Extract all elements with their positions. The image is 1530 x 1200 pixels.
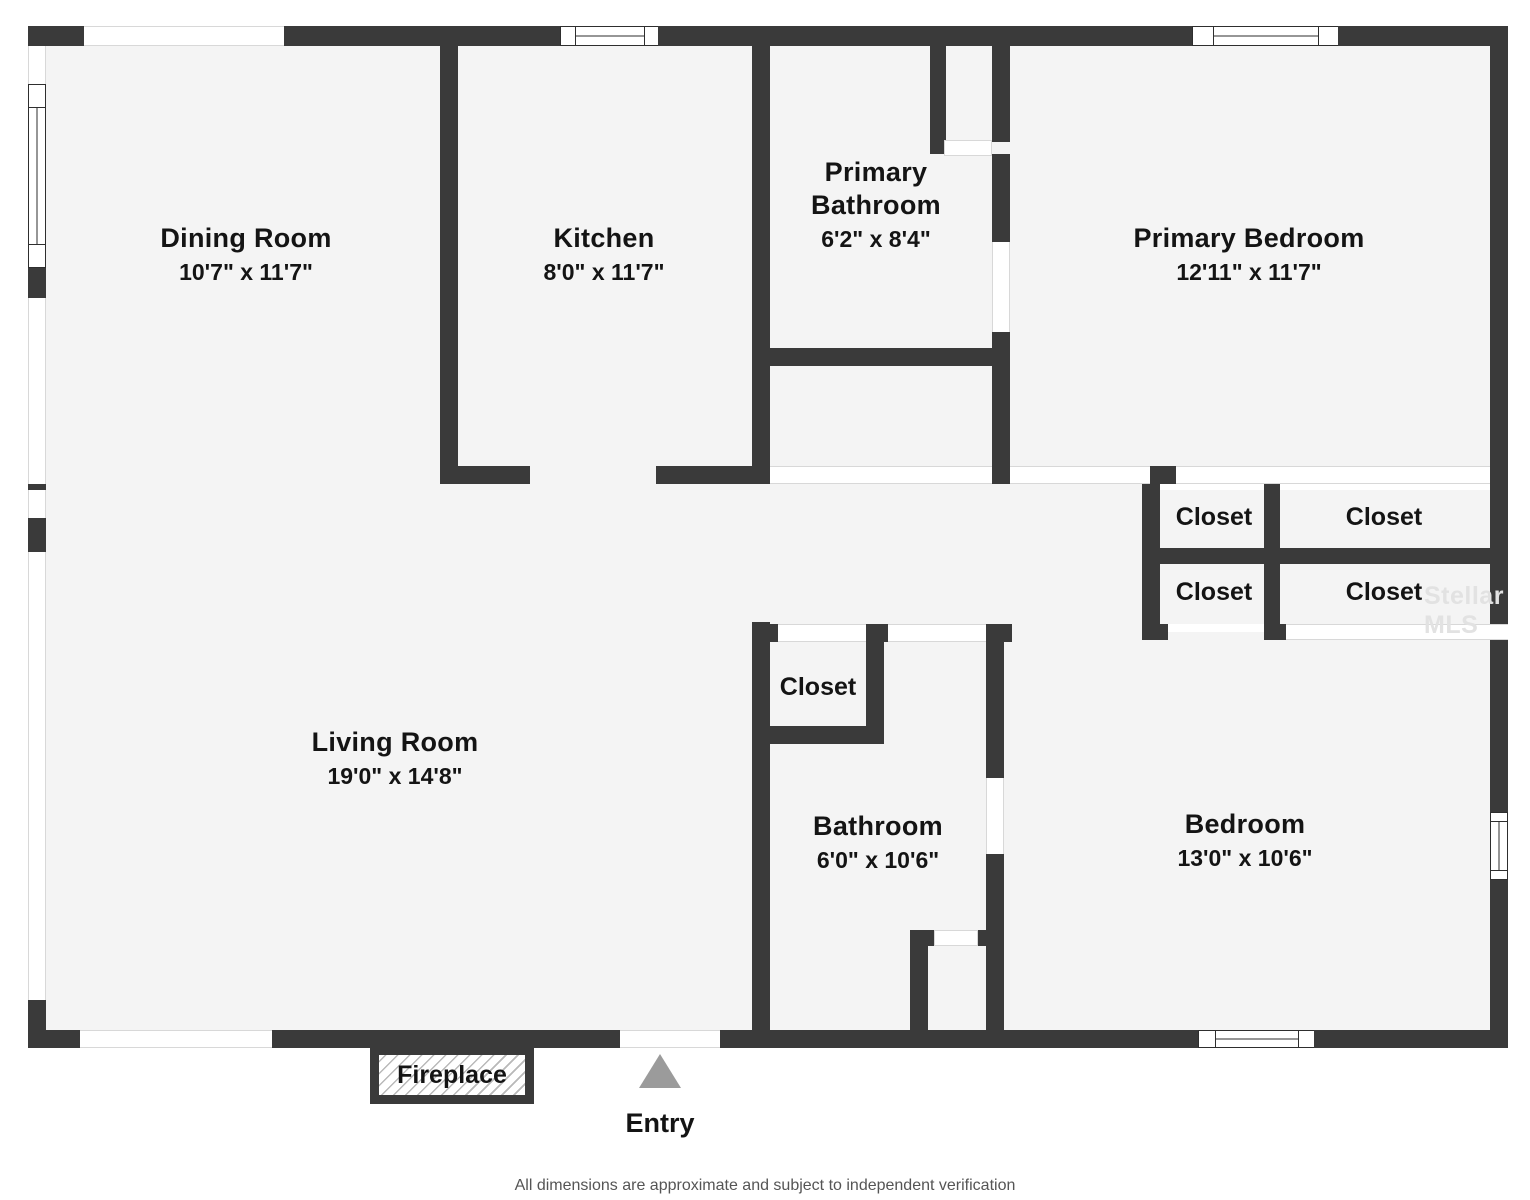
- interior-wall-pbath-right-lower: [992, 332, 1010, 484]
- exterior-wall-top-a: [284, 26, 568, 46]
- exterior-pier-left-1: [28, 268, 46, 298]
- interior-wall-dining-stub-bottom: [440, 466, 530, 484]
- primary-bedroom-window-top: [1192, 26, 1340, 46]
- primary-bathroom-alcove-fill: [940, 40, 1000, 142]
- bathroom-door-opening: [986, 778, 1004, 854]
- fireplace: Fireplace: [370, 1046, 534, 1104]
- living-room-fill: [44, 484, 760, 1036]
- exterior-wall-bottom-c: [534, 1030, 620, 1048]
- exterior-wall-bottom-b: [272, 1030, 370, 1048]
- closet-lower-left-label: Closet: [1175, 578, 1253, 606]
- closet-lower-left-fill: [1160, 562, 1272, 624]
- exterior-wall-bottom-fireplace: [370, 1030, 534, 1048]
- exterior-wall-top-b: [658, 26, 1194, 46]
- exterior-wall-bottom-d: [720, 1030, 1208, 1048]
- closet-hall-fill: [766, 632, 874, 740]
- interior-wall-pbath-alcove-bottom-left: [930, 140, 946, 154]
- interior-wall-hallcloset-right: [866, 632, 884, 740]
- interior-wall-closet-block-horizontal: [1142, 548, 1508, 564]
- interior-wall-hallcloset-bottom: [760, 726, 884, 744]
- hall-opening-to-bedroom-wing: [1010, 466, 1150, 484]
- kitchen-window-top: [560, 26, 660, 46]
- interior-wall-bath-alcove-top-pier: [910, 930, 934, 946]
- exterior-wall-top-c: [1338, 26, 1506, 46]
- hall-upper-fill: [760, 366, 1000, 482]
- hall-middle-fill: [760, 484, 1160, 632]
- interior-wall-pbath-right-upper: [992, 154, 1010, 242]
- entry-arrow-icon: [639, 1054, 681, 1088]
- closet-hall-label: Closet: [779, 673, 857, 701]
- dining-room-fill: [44, 40, 448, 484]
- entry-label: Entry: [625, 1108, 695, 1138]
- exterior-pier-left-3: [28, 518, 46, 552]
- bath-alcove-door-opening: [934, 930, 978, 946]
- hall-opening-right: [1176, 466, 1490, 484]
- bath-wing-opening-top-b: [888, 624, 986, 642]
- interior-wall-pbath-alcove-left: [930, 26, 946, 142]
- kitchen-fill: [448, 40, 760, 484]
- closet-upper-right-fill: [1272, 490, 1496, 548]
- disclaimer-note: All dimensions are approximate and subje…: [514, 1177, 1016, 1194]
- exterior-pier-left-2: [28, 484, 46, 490]
- pbath-door-opening: [992, 242, 1010, 332]
- fireplace-label: Fireplace: [397, 1060, 507, 1089]
- interior-wall-pbath-alcove-right: [992, 26, 1010, 142]
- exterior-wall-right-upper: [1490, 26, 1508, 812]
- bedroom-fill: [996, 632, 1496, 1036]
- interior-wall-hall-pier-a: [1150, 466, 1176, 484]
- bath-wing-opening-top-a: [778, 624, 866, 642]
- closet-lower-right-label: Closet: [1345, 578, 1423, 606]
- interior-wall-kitchen-stub-bottom: [656, 466, 770, 484]
- interior-wall-dining-kitchen: [440, 40, 458, 484]
- interior-wall-bath-bedroom-upper: [986, 624, 1004, 778]
- primary-bedroom-fill: [1000, 40, 1496, 484]
- interior-wall-closet-bottom-pier-b: [1264, 624, 1286, 640]
- bedroom-window-bottom: [1198, 1030, 1316, 1048]
- entry-door-opening: [620, 1030, 720, 1048]
- exterior-opening-bottom-livingroom: [80, 1030, 272, 1048]
- hall-opening-top: [770, 466, 992, 484]
- fireplace-hatch: Fireplace: [379, 1055, 525, 1095]
- exterior-wall-right-lower: [1490, 880, 1508, 1040]
- interior-wall-bath-alcove-left: [910, 930, 928, 1036]
- closet-lower-right-fill: [1272, 562, 1496, 624]
- exterior-window-top-dining: [84, 26, 284, 46]
- exterior-wall-bottom-e: [1314, 1030, 1508, 1048]
- interior-wall-closet-bottom-pier-a: [1142, 624, 1168, 640]
- closet-upper-left-label: Closet: [1175, 503, 1253, 531]
- pbath-alcove-door-opening: [944, 140, 992, 156]
- interior-wall-kitchen-pbath: [752, 40, 770, 484]
- exterior-pier-left-4: [28, 1000, 46, 1048]
- interior-wall-bath-alcove-top-pier-right: [978, 930, 1004, 946]
- exterior-wall-top-left: [28, 26, 84, 46]
- interior-wall-pbath-bottom: [760, 348, 1008, 366]
- dining-window-left: [28, 84, 46, 268]
- closet-lower-opening-right: [1264, 624, 1508, 640]
- closet-upper-left-fill: [1160, 490, 1272, 548]
- bedroom-window-right: [1490, 812, 1508, 880]
- closet-upper-right-label: Closet: [1345, 503, 1423, 531]
